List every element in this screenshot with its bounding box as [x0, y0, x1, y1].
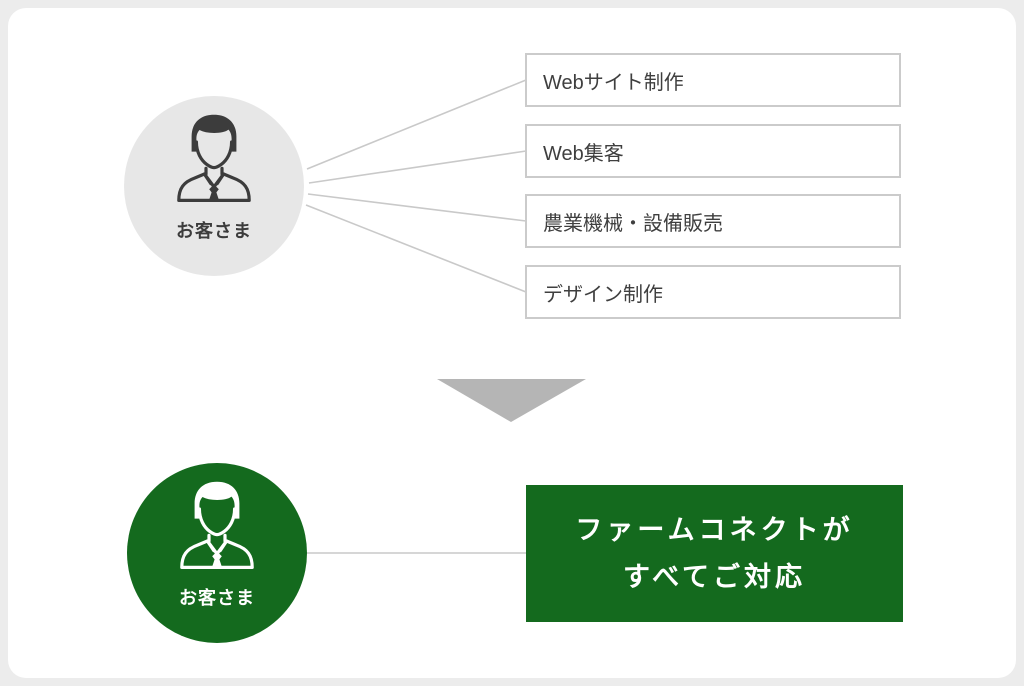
- customer-label-after: お客さま: [179, 588, 255, 608]
- solution-line-1: ファームコネクトが: [575, 514, 854, 545]
- customer-label-before: お客さま: [176, 221, 252, 241]
- service-box-label: デザイン制作: [543, 283, 663, 306]
- service-box-machinery-sales: 農業機械・設備販売: [525, 194, 901, 248]
- service-box-design: デザイン制作: [525, 265, 901, 319]
- customer-person-icon: [180, 481, 254, 569]
- service-box-web-marketing: Web集客: [525, 124, 901, 178]
- service-box-web-site: Webサイト制作: [525, 53, 901, 107]
- customer-circle-after: お客さま: [127, 463, 307, 643]
- customer-person-icon: [177, 114, 251, 202]
- service-box-label: 農業機械・設備販売: [543, 212, 723, 235]
- service-box-label: Webサイト制作: [543, 71, 684, 94]
- service-box-label: Web集客: [543, 142, 624, 165]
- solution-box: ファームコネクトが すべてご対応: [526, 485, 903, 622]
- customer-circle-before: お客さま: [124, 96, 304, 276]
- solution-line-2: すべてご対応: [622, 561, 807, 592]
